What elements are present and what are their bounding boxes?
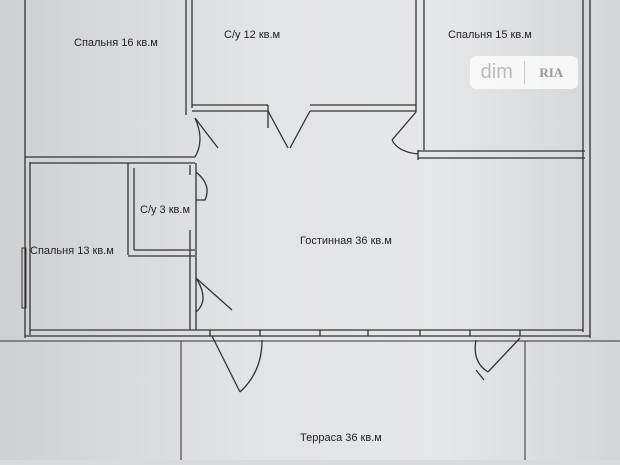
room-label-bedroom-15: Спальня 15 кв.м (448, 29, 532, 41)
room-label-living-room: Гостинная 36 кв.м (300, 235, 392, 247)
room-label-bedroom-16: Спальня 16 кв.м (74, 37, 158, 49)
room-label-bedroom-13: Спальня 13 кв.м (30, 245, 114, 257)
room-label-bathroom-12: С/у 12 кв.м (224, 29, 281, 41)
room-label-bathroom-3: С/у 3 кв.м (140, 204, 191, 216)
room-label-terrace: Терраса 36 кв.м (300, 432, 382, 444)
